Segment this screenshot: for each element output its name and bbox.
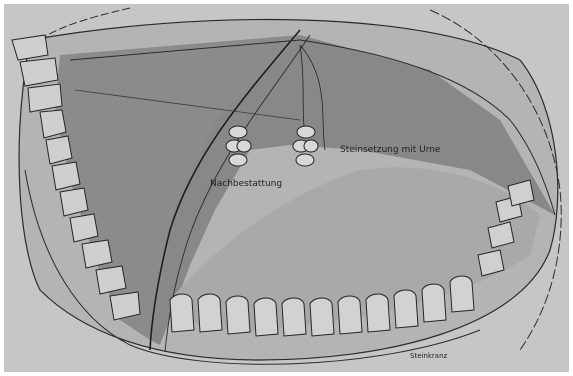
- stone-setting-urn: [293, 126, 318, 166]
- secondary-burial-urn: [226, 126, 251, 166]
- label-stone-setting-with-urn: Steinsetzung mit Urne: [340, 145, 441, 155]
- label-stone-ring: Steinkranz: [410, 352, 448, 360]
- label-secondary-burial: Nachbestattung: [210, 179, 282, 189]
